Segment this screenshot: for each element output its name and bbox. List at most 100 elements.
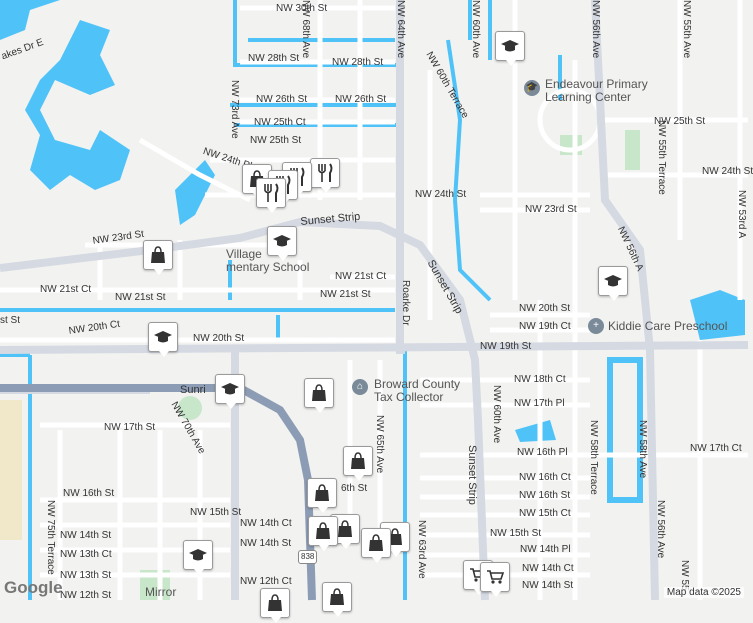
broward-tax-collector-label[interactable]: Broward County Tax Collector: [374, 377, 461, 404]
street-label: NW 28th St: [332, 57, 384, 68]
street-label: NW 16th Pl: [517, 447, 568, 458]
street-label: NW 26th St: [335, 94, 387, 105]
fork-knife-icon: [264, 183, 279, 202]
street-label: NW 60th Ave: [470, 0, 481, 59]
street-label: NW 25th St: [250, 135, 302, 146]
village-school-label[interactable]: Village mentary School: [226, 247, 310, 274]
street-label: NW 17th St: [104, 422, 156, 433]
street-label: NW 15th Ct: [519, 508, 571, 519]
map-base-layer: [0, 0, 749, 601]
street-label: NW 56th Ave: [655, 500, 666, 559]
shopping-marker[interactable]: [308, 516, 338, 551]
street-label: NW 58th Terrace: [588, 420, 599, 495]
school-marker[interactable]: [215, 374, 245, 409]
street-label: Roarke Dr: [400, 280, 411, 326]
restaurant-marker[interactable]: [256, 178, 286, 213]
shopping-marker[interactable]: [143, 240, 173, 275]
street-label: NW 60th Ave: [491, 385, 502, 444]
street-label: NW 14th St: [240, 538, 292, 549]
government-poi-icon: ⌂: [352, 379, 368, 395]
grocery-marker[interactable]: [480, 562, 510, 597]
street-label: NW 56th Ave: [590, 0, 601, 59]
graduation-cap-icon: [501, 40, 519, 52]
shopping-bag-icon: [388, 528, 402, 545]
shopping-marker[interactable]: [361, 528, 391, 563]
street-label: NW 21st Ct: [40, 284, 92, 295]
street-label: NW 26th St: [256, 94, 308, 105]
school-marker[interactable]: [148, 322, 178, 357]
map-data-credit[interactable]: Map data ©2025: [663, 587, 744, 598]
street-label: NW 14th Ct: [240, 518, 292, 529]
street-label: NW 53rd A: [736, 190, 747, 239]
street-label: NW 16th Ct: [519, 472, 571, 483]
graduation-cap-icon: [221, 383, 239, 395]
street-label: NW 65th Ave: [374, 415, 385, 474]
graduation-cap-icon: [604, 275, 622, 287]
street-label: NW 15th St: [490, 528, 542, 539]
shopping-bag-icon: [316, 522, 330, 539]
school-marker[interactable]: [267, 226, 297, 261]
school-poi-icon: 🎓: [524, 80, 540, 96]
street-label: NW 55: [679, 560, 690, 591]
school-marker[interactable]: [183, 540, 213, 575]
shopping-bag-icon: [315, 484, 329, 501]
street-label: NW 23rd St: [525, 204, 577, 215]
shopping-marker[interactable]: [304, 378, 334, 413]
street-label: NW 19th St: [480, 341, 532, 352]
street-label: NW 73rd Ave: [229, 80, 240, 139]
shopping-bag-icon: [151, 246, 165, 263]
shopping-marker[interactable]: [343, 446, 373, 481]
school-marker[interactable]: [598, 266, 628, 301]
street-label: NW 15th St: [190, 507, 242, 518]
school-marker[interactable]: [495, 31, 525, 66]
street-label: NW 16th St: [63, 488, 115, 499]
street-label: NW 24th St: [702, 166, 753, 177]
shopping-marker[interactable]: [322, 582, 352, 617]
street-label: NW 21st Ct: [335, 271, 387, 282]
street-label: NW 13th St: [60, 570, 112, 581]
street-label: NW 17th Ct: [690, 443, 742, 454]
street-label: NW 14th Ct: [522, 563, 574, 574]
street-label: NW 55th Terrace: [656, 120, 667, 195]
street-label: NW 28th St: [248, 53, 300, 64]
shopping-bag-icon: [369, 534, 383, 551]
street-label: NW 30th St: [276, 3, 328, 14]
street-label: NW 24th St: [415, 189, 467, 200]
mirror-label[interactable]: Mirror: [145, 585, 177, 599]
street-label: st St: [0, 315, 21, 326]
kiddie-care-label[interactable]: Kiddie Care Preschool: [608, 319, 728, 333]
street-label: NW 68th Ave: [300, 0, 311, 59]
street-label: NW 17th Pl: [514, 398, 565, 409]
street-label: Sunri: [180, 384, 206, 396]
street-label: NW 16th St: [519, 490, 571, 501]
graduation-cap-icon: [189, 549, 207, 561]
restaurant-marker[interactable]: [310, 158, 340, 193]
shopping-marker[interactable]: [260, 588, 290, 623]
street-label: NW 20th St: [519, 303, 571, 314]
google-logo: Google: [4, 578, 63, 597]
street-label: Sunset Strip: [466, 445, 478, 505]
street-label: NW 64th Ave: [395, 0, 406, 59]
shopping-bag-icon: [312, 384, 326, 401]
street-label: NW 75th Terrace: [45, 500, 56, 575]
street-label: NW 18th Ct: [514, 374, 566, 385]
street-label: NW 12th St: [60, 590, 112, 601]
street-label: NW 25th St: [654, 116, 706, 127]
street-label: NW 13th Ct: [60, 549, 112, 560]
street-label: NW 55th Ave: [681, 0, 692, 59]
street-label: 6th St: [341, 483, 368, 494]
shopping-bag-icon: [351, 452, 365, 469]
endeavour-school-label[interactable]: Endeavour Primary Learning Center: [545, 77, 648, 104]
highway-shield: 838: [298, 550, 318, 564]
street-label: NW 14th St: [522, 580, 574, 591]
shopping-bag-icon: [338, 520, 352, 537]
fork-knife-icon: [318, 163, 333, 182]
shopping-marker[interactable]: [307, 478, 337, 513]
street-label: NW 19th Ct: [519, 321, 571, 332]
street-label: NW 21st St: [320, 289, 371, 300]
graduation-cap-icon: [154, 331, 172, 343]
shopping-cart-icon: [487, 570, 505, 584]
street-label: NW 14th Pl: [520, 544, 571, 555]
shopping-bag-icon: [330, 588, 344, 605]
